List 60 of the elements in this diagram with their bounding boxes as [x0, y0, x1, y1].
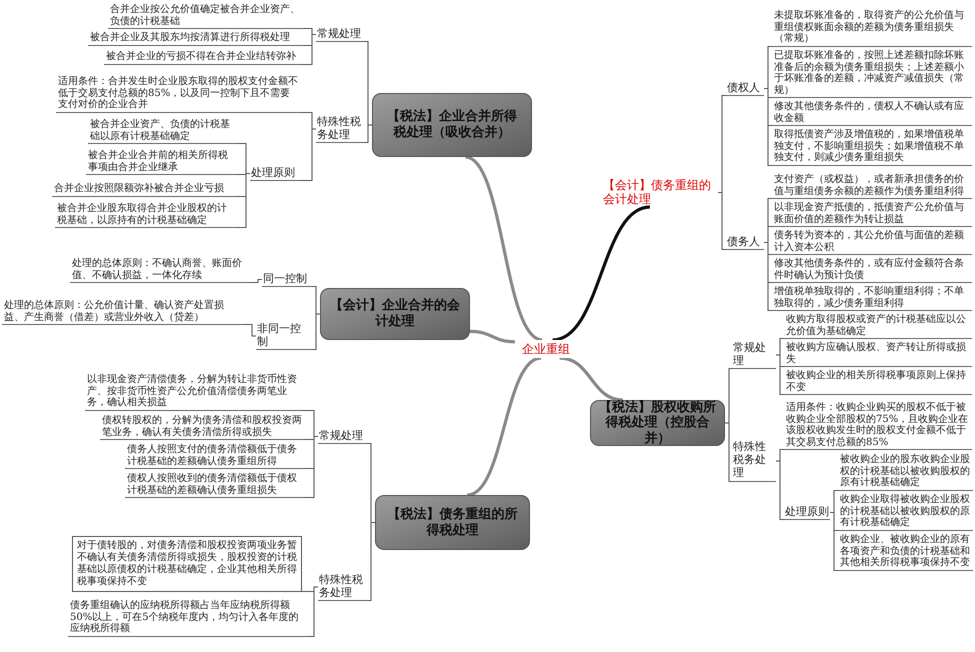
note-text: 被收购企业的股东收购企业股权的计税基础以被收购股权的原有计税基础确定: [838, 454, 973, 490]
note-text: 收购企业取得被收购企业股权的计税基础以被收购股权的原有计税基础确定: [838, 494, 973, 530]
curved-branch: [552, 205, 650, 342]
topic-box: 【税法】股权收购所得税处理（控股合并）: [590, 400, 725, 446]
note-text: 债务重组确认的应纳税所得额占当年应纳税所得额50%以上，可在5个纳税年度内，均匀计入各年度的应纳税所得额: [68, 600, 308, 636]
branch-line: [250, 279, 262, 283]
branch-line: [830, 512, 838, 571]
curved-branch: [470, 330, 516, 344]
note-text: 取得抵债资产涉及增值税的，如果增值税单独支付，不影响重组损失；如果增值税不单独支付，则减少债务重组损失: [772, 129, 972, 166]
branch-line: [242, 324, 256, 336]
note-text: 适用条件：收购企业购买的股权不低于被收购企业全部股权的75%，且收购企业在该股权收购发生时的股权支付金额不低于其交易支付总额的85%: [784, 402, 972, 450]
branch-label: 特殊性税务处理: [732, 440, 776, 482]
branch-label: 常规处理: [732, 340, 776, 369]
note-text: 以非现金资产清偿债务，分解为转让非货币性资产、按非货币性资产公允价值清偿债务两笔业务，确认相关损益: [85, 374, 300, 410]
note-text: 处理的总体原则：公允价值计量、确认资产处置损益、产生商誉（借差）或营业外收入（贷差）: [2, 300, 242, 325]
note-text: 收购方取得股权或资产的计税基础应以公允价值为基础确定: [784, 314, 972, 339]
note-text: 增值税单独取得的，不影响重组利得；不单独取得的，减少债务重组利得: [772, 286, 972, 311]
topic-box: 【会计】企业合并的会计处理: [320, 288, 470, 340]
note-text: 债务转为资本的，其公允价值与面值的差额计入资本公积: [772, 230, 972, 255]
branch-label: 同一控制: [262, 272, 312, 288]
note-text: 被合并企业及其股东均按清算进行所得税处理: [88, 32, 303, 46]
branch-label: 债务人: [726, 235, 764, 250]
note-text: 被合并企业股东取得合并企业股权的计税基础，以原持有的计税基础确定: [55, 203, 238, 228]
branch-label: 特殊性税务处理: [318, 572, 368, 601]
note-text: 债务人按照支付的债务清偿额低于债务计税基础的差额确认债务重组所得: [125, 444, 305, 469]
note-text: 修改其他债务条件的，或有应付金额符合条件时确认为预计负债: [772, 258, 972, 283]
branch-line: [308, 586, 318, 637]
note-text: 被收购方应确认股权、资产转让所得或损失: [784, 342, 972, 367]
topic-box: 【税法】企业合并所得税处理（吸收合并）: [372, 93, 532, 157]
branch-label: 债权人: [726, 80, 764, 96]
note-text: 被合并企业资产、负债的计税基础以原有计税基础确定: [88, 119, 238, 144]
branch-line: [364, 124, 372, 143]
note-text: 已提取坏账准备的，按照上述差额扣除坏账准备后的余额为债务重组损失；上述差额小于坏账准备的差额，冲减资产减值损失（常规）: [772, 50, 972, 98]
note-text: 合并企业按照限额弥补被合并企业亏损: [52, 183, 237, 196]
note-text: 适用条件：合并发生时企业股东取得的股权支付金额不低于交易支付总额的85%，以及同一控制下且不需要支付对价的企业合并: [56, 76, 301, 112]
curved-branch: [464, 156, 543, 342]
note-text: 合并企业按公允价值确定被合并企业资产、负债的计税基础: [108, 4, 303, 29]
note-text: 未提取坏账准备的，取得资产的公允价值与重组债权账面余额的差额为债务重组损失（常规）: [772, 10, 972, 46]
note-text: 被合并企业合并前的相关所得税事项由合并企业继承: [86, 150, 236, 175]
branch-line: [312, 314, 320, 350]
note-text: 债权人按照收到的债务清偿额低于债权计税基础的差额确认债务重组损失: [125, 473, 305, 498]
branch-label: 常规处理: [316, 27, 364, 42]
topic-box: 【税法】债务重组的所得税处理: [375, 495, 530, 550]
topic-label: 【会计】债务重组的会计处理: [603, 178, 718, 207]
note-text: 支付资产（或权益），或者新承担债务的价值与重组债务余额的差额作为债务重组利得: [772, 174, 972, 199]
note-text: 以非现金资产抵债的，抵债资产公允价值与账面价值的差额作为转让损益: [772, 202, 972, 227]
branch-label: 处理原则: [784, 505, 830, 520]
curved-branch: [466, 356, 542, 497]
branch-label: 非同一控制: [256, 322, 312, 350]
note-text: 债权转股权的，分解为债务清偿和股权投资两笔业务，确认有关债务清偿所得或损失: [100, 415, 305, 440]
note-text: 修改其他债务条件的，债权人不确认或有应收金额: [772, 101, 972, 126]
branch-label: 特殊性税务处理: [316, 114, 364, 143]
curved-branch: [559, 356, 624, 402]
note-text: 处理的总体原则：不确认商誉、账面价值、不确认损益，一体化存续: [70, 258, 250, 283]
note-box: 对于债转股的，对债务清偿和股权投资两项业务暂不确认有关债务清偿所得或损失，股权投资的计税基础以原债权的计税基础确定，企业其他相关所得税事项保持不变: [72, 536, 302, 592]
note-text: 被合并企业的亏损不得在合并企业结转弥补: [104, 51, 302, 64]
note-text: 被收购企业的相关所得税事项原则上保持不变: [784, 370, 972, 395]
branch-label: 处理原则: [250, 166, 298, 182]
branch-label: 常规处理: [318, 428, 368, 444]
note-text: 收购企业、被收购企业的原有各项资产和负债的计税基础和其他相关所得税事项保持不变: [838, 534, 973, 570]
